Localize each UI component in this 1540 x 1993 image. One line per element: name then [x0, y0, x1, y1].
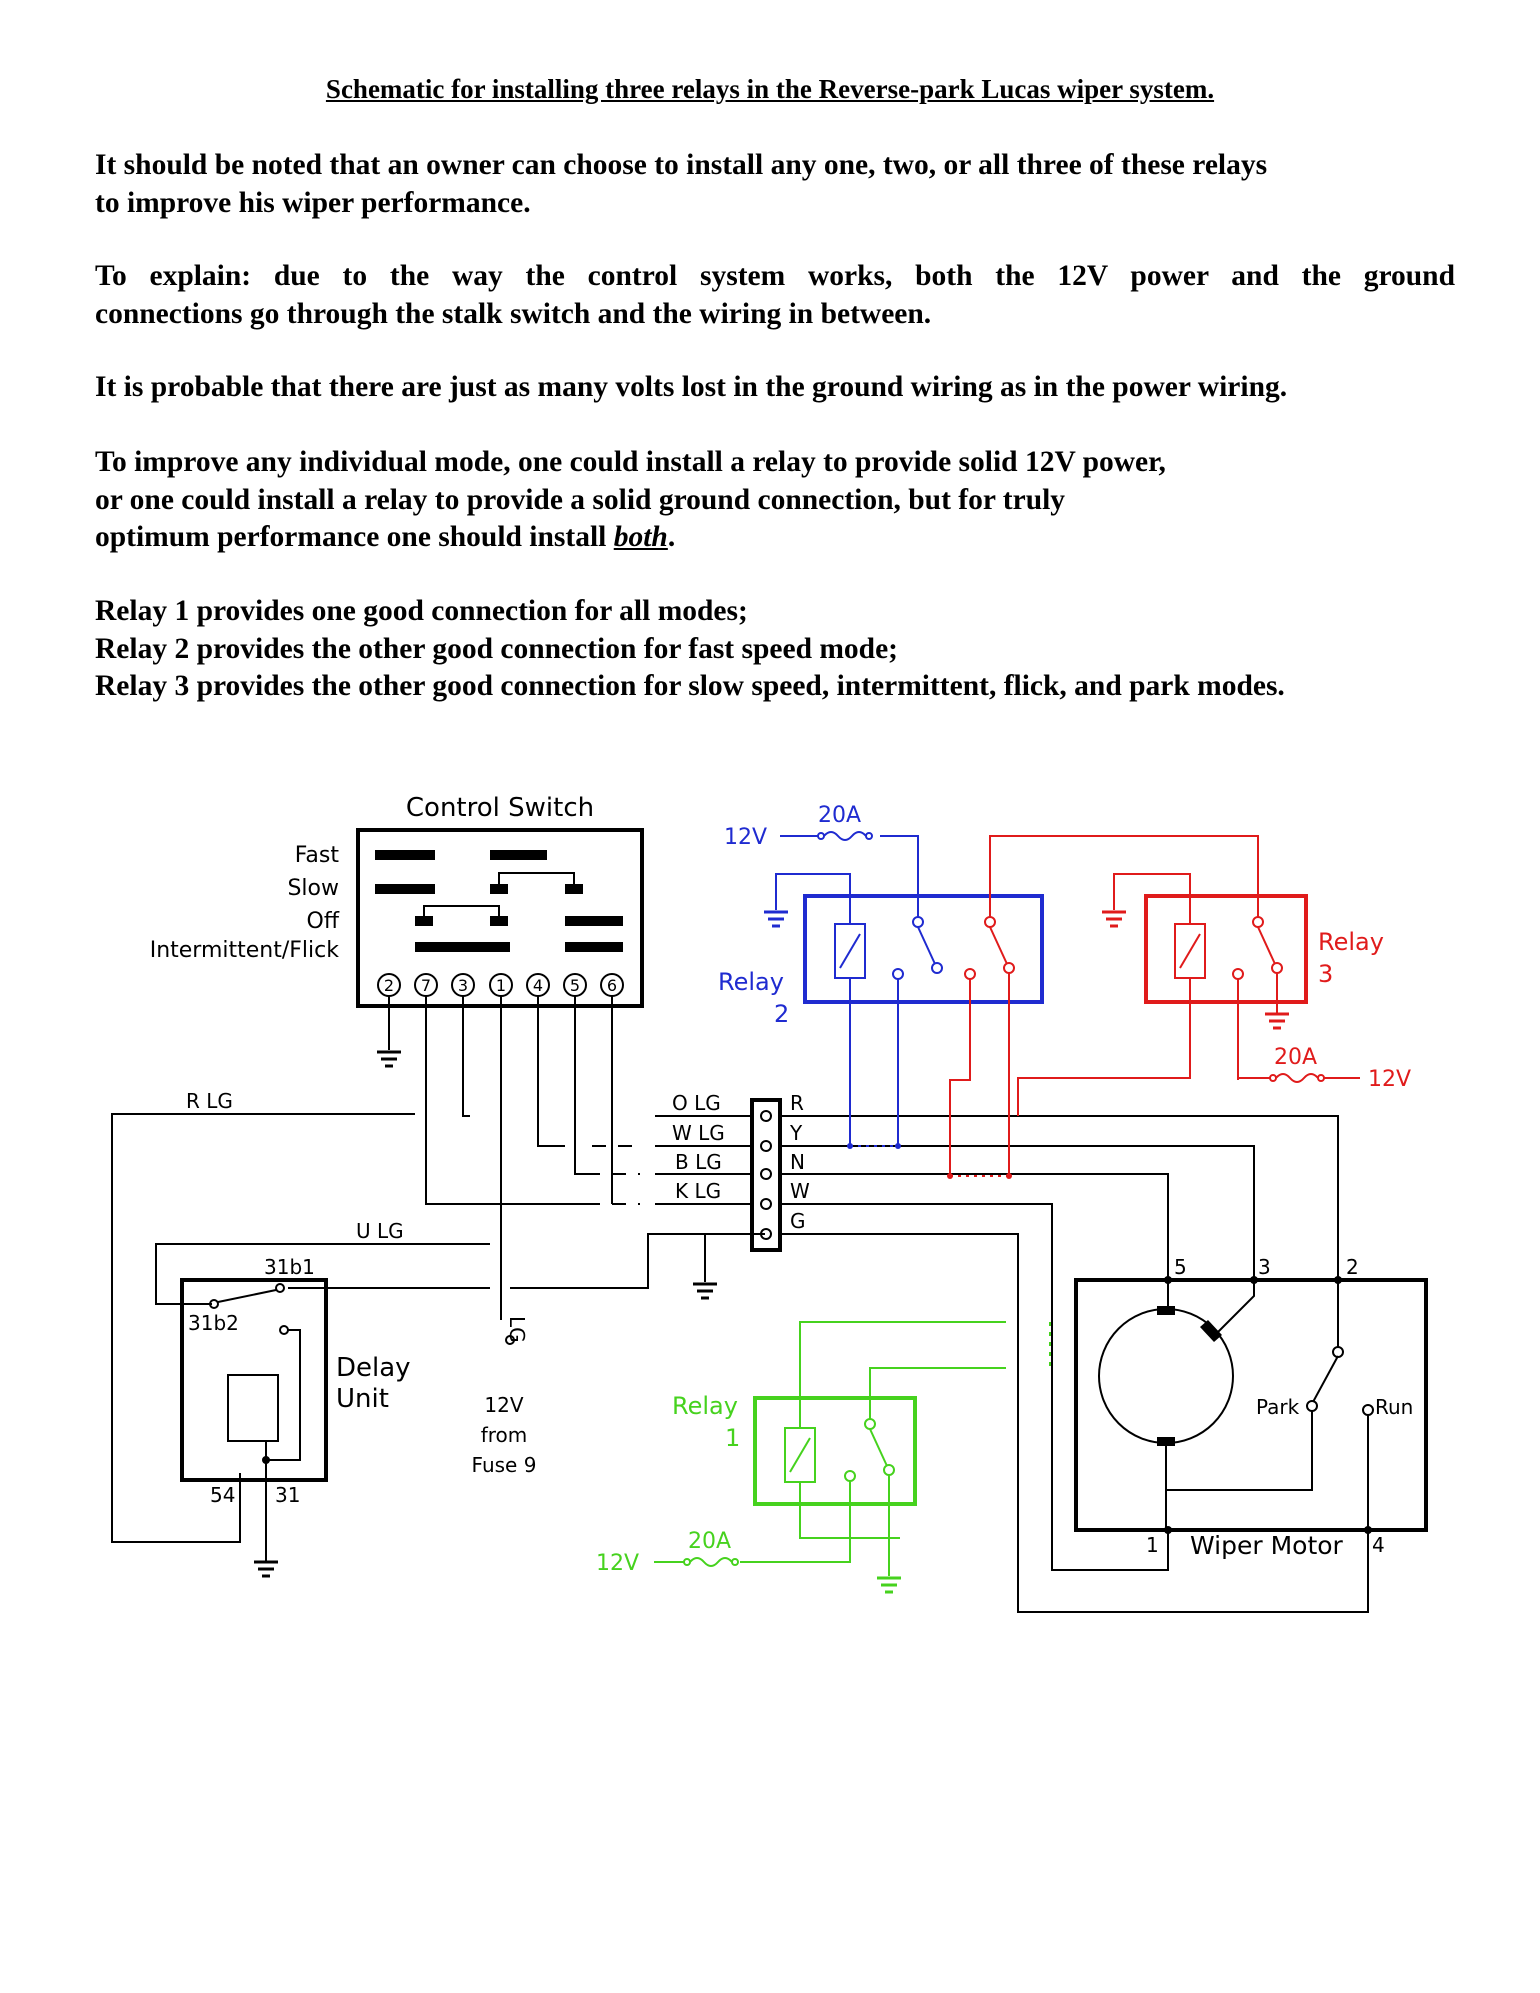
text-line: It is probable that there are just as ma…: [95, 371, 1288, 403]
text-line: optimum performance one should install b…: [95, 519, 1455, 557]
wire-label-olg: O LG: [672, 1091, 721, 1115]
paragraph-1: It should be noted that an owner can cho…: [95, 147, 1455, 222]
connector-letter-r: R: [790, 1091, 804, 1115]
text-line: To explain: due to the way the control s…: [95, 260, 1455, 292]
terminal-label: 5: [570, 976, 580, 995]
wire-label-lg: LG: [505, 1316, 529, 1343]
terminal-label: 4: [533, 976, 543, 995]
page-title: Schematic for installing three relays in…: [325, 74, 1215, 104]
relay-1-label: Relay: [672, 1392, 738, 1420]
motor-terminal-2: 2: [1346, 1255, 1359, 1279]
text-line: It should be noted that an owner can cho…: [95, 149, 1268, 181]
relay-1: [654, 1321, 1051, 1594]
relay-3: [947, 835, 1360, 1179]
black-wiring: [111, 996, 1428, 1613]
motor-terminal-3: 3: [1258, 1255, 1271, 1279]
relay-3-label: 3: [1318, 960, 1333, 988]
position-off: Off: [307, 909, 340, 934]
paragraph-2: To explain: due to the way the control s…: [95, 258, 1455, 333]
delay-unit-label: Unit: [336, 1384, 389, 1414]
relay-2-supply: 12V: [724, 825, 767, 850]
control-switch-title: Control Switch: [406, 793, 594, 823]
motor-terminal-5: 5: [1174, 1255, 1187, 1279]
wire-label-rlg: R LG: [186, 1089, 233, 1113]
terminal-label: 3: [458, 976, 468, 995]
supply-from: from: [481, 1423, 528, 1447]
relay-1-label: 1: [725, 1424, 740, 1452]
motor-terminal-4: 4: [1372, 1533, 1385, 1557]
relay-1-supply: 12V: [596, 1551, 639, 1576]
delay-terminal-31: 31: [275, 1483, 300, 1507]
terminal-label: 7: [421, 976, 431, 995]
connector-letter-g: G: [790, 1209, 806, 1233]
relay-2-fuse: 20A: [818, 803, 861, 828]
text-line: Relay 1 provides one good connection for…: [95, 595, 748, 627]
wire-label-ulg: U LG: [356, 1219, 404, 1243]
terminal-label: 2: [384, 976, 394, 995]
connector-letter-n: N: [790, 1150, 805, 1174]
connector-letter-w: W: [790, 1179, 810, 1203]
emphasis-both: both: [613, 521, 668, 553]
motor-run-label: Run: [1375, 1395, 1413, 1419]
paragraph-4: To improve any individual mode, one coul…: [95, 444, 1455, 557]
delay-terminal-31b2: 31b2: [188, 1311, 239, 1335]
position-intermittent-flick: Intermittent/Flick: [150, 938, 340, 963]
relay-1-fuse: 20A: [688, 1529, 731, 1554]
paragraph-3: It is probable that there are just as ma…: [95, 369, 1455, 407]
text-segment: .: [667, 521, 676, 553]
wire-label-blg: B LG: [675, 1150, 722, 1174]
relay-2-label: 2: [774, 1000, 789, 1028]
control-switch: Control Switch Fast Slow Off Intermitten…: [150, 793, 644, 1008]
text-line: or one could install a relay to provide …: [95, 483, 1066, 516]
relay-3-fuse: 20A: [1274, 1045, 1317, 1070]
position-slow: Slow: [287, 876, 339, 901]
text-line: connections go through the stalk switch …: [95, 297, 932, 330]
delay-terminal-54: 54: [210, 1483, 235, 1507]
connector-letter-y: Y: [789, 1121, 803, 1145]
wire-label-klg: K LG: [675, 1179, 721, 1203]
terminal-label: 1: [496, 976, 506, 995]
text-line: Relay 3 provides the other good connecti…: [95, 670, 1285, 702]
motor-park-label: Park: [1256, 1395, 1300, 1419]
relay-2-label: Relay: [718, 968, 784, 996]
text-line: to improve his wiper performance.: [95, 186, 531, 219]
relay-3-label: Relay: [1318, 928, 1384, 956]
terminal-label: 6: [607, 976, 617, 995]
paragraph-5: Relay 1 provides one good connection for…: [95, 593, 1455, 706]
motor-label: Wiper Motor: [1190, 1531, 1344, 1560]
text-line: To improve any individual mode, one coul…: [95, 446, 1166, 478]
relay-3-supply: 12V: [1368, 1067, 1411, 1092]
relay-2: [762, 831, 1044, 1149]
wire-label-wlg: W LG: [672, 1121, 725, 1145]
position-fast: Fast: [295, 843, 340, 868]
text-segment: optimum performance one should install: [95, 521, 614, 553]
text-line: Relay 2 provides the other good connecti…: [95, 632, 899, 665]
motor-terminal-1: 1: [1146, 1533, 1159, 1557]
supply-12v: 12V: [484, 1393, 523, 1417]
supply-fuse-9: Fuse 9: [472, 1453, 537, 1477]
delay-unit-label: Delay: [336, 1353, 411, 1383]
delay-terminal-31b1: 31b1: [264, 1255, 315, 1279]
